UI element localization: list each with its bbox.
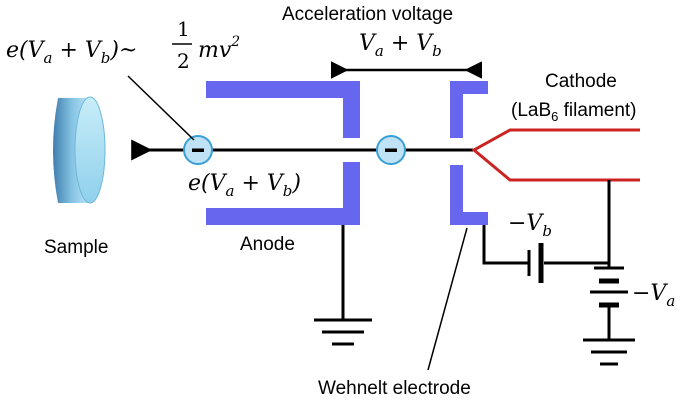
beam-energy-expression: e(Va + Vb) [188, 171, 301, 200]
filament-label: (LaB6 filament) [511, 100, 637, 124]
supply-voltage-label: −Va [632, 281, 675, 310]
bias-voltage-label: −Vb [508, 211, 552, 240]
acceleration-voltage-expression: Va + Vb [359, 31, 442, 60]
energy-fraction-numerator: 1 [177, 17, 190, 41]
anode-ground [314, 225, 372, 346]
energy-fraction-denominator: 2 [177, 49, 190, 73]
electron-middle [376, 135, 406, 165]
wehnelt-label: Wehnelt electrode [318, 378, 471, 399]
acceleration-supply-battery [590, 266, 628, 340]
sample-label: Sample [44, 237, 108, 258]
wehnelt-leader-line [427, 227, 468, 371]
bias-circuit-wiring [482, 180, 611, 268]
anode-electrode [206, 81, 360, 225]
acceleration-voltage-label: Acceleration voltage [282, 4, 453, 25]
anode-label: Anode [240, 234, 295, 255]
energy-relation-rhs: mv2 [198, 34, 240, 63]
bias-battery [527, 243, 544, 283]
cathode-label: Cathode [545, 71, 617, 92]
wehnelt-electrode [450, 81, 488, 225]
supply-ground [583, 338, 635, 366]
electron-left [183, 135, 213, 165]
energy-relation-equation: e(Va + Vb)~ [6, 38, 137, 67]
sample-disk [53, 96, 106, 204]
cathode-filament [471, 128, 640, 182]
energy-leader-line [127, 75, 195, 141]
